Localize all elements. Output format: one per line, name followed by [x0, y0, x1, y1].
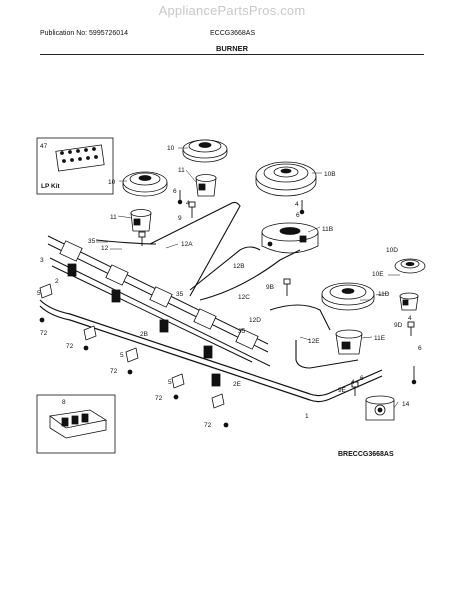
callout-6-lower: 6	[360, 375, 364, 382]
callout-35-right: 35	[238, 328, 246, 335]
callout-72-d: 72	[155, 395, 163, 402]
callout-5-b: 5	[120, 352, 124, 359]
screws-72	[39, 317, 229, 428]
callout-10-front: 10	[108, 179, 116, 186]
callout-10D: 10D	[386, 247, 398, 254]
callout-3: 3	[40, 257, 44, 264]
callout-72-c: 72	[110, 368, 118, 375]
callout-72-e: 72	[204, 422, 212, 429]
callout-10B: 10B	[324, 171, 336, 178]
model-number: ECCG3668AS	[210, 30, 256, 37]
burner-base-11D	[399, 292, 419, 311]
callout-72-left: 72	[40, 330, 48, 337]
callout-11E: 11E	[374, 335, 386, 342]
callout-5-left: 5	[37, 290, 41, 297]
callout-2E: 2E	[233, 381, 242, 388]
terminal-block-inset	[36, 394, 116, 454]
valve-stems	[67, 263, 221, 387]
callout-2B: 2B	[140, 331, 148, 338]
callout-5-c: 5	[168, 379, 172, 386]
diagram-code: BRECCG3668AS	[338, 451, 394, 458]
lp-kit-inset	[36, 137, 114, 195]
callout-4-lower: 4	[351, 379, 355, 386]
callout-9B: 9B	[266, 284, 274, 291]
callout-35-left: 35	[88, 238, 96, 245]
burner-10-rear-left	[182, 139, 228, 163]
regulator-14	[365, 395, 395, 421]
callout-4: 4	[186, 200, 190, 207]
burner-base-11-rear	[195, 174, 217, 197]
manifold-tube	[39, 299, 383, 403]
callout-labels: 47 LP Kit 10 10 10B 11 11 6 4 9 35 12 12…	[37, 143, 422, 429]
callout-4-center: 4	[295, 201, 299, 208]
callout-12C: 12C	[238, 294, 250, 301]
callout-12B: 12B	[233, 263, 245, 270]
callout-10-rear: 10	[167, 145, 175, 152]
callout-10E: 10E	[372, 271, 384, 278]
callout-6-right: 6	[418, 345, 422, 352]
callout-6-center: 6	[296, 212, 300, 219]
callout-1: 1	[305, 413, 309, 420]
callout-9E: 9E	[338, 387, 347, 394]
callout-11D: 11D	[378, 291, 390, 298]
burner-base-11B-center	[261, 222, 319, 254]
burner-10E-right-front	[321, 282, 375, 311]
valve-brackets	[39, 283, 225, 409]
burner-base-11E	[335, 329, 363, 355]
callout-6: 6	[173, 188, 177, 195]
burner-10-front-left	[122, 171, 168, 197]
callout-4-right: 4	[408, 315, 412, 322]
callout-11-rear: 11	[178, 167, 185, 174]
igniter-electrodes	[138, 190, 417, 396]
callout-47: 47	[40, 143, 48, 150]
callout-9: 9	[178, 215, 182, 222]
burner-tubes	[95, 201, 359, 369]
callout-9D: 9D	[394, 322, 403, 329]
gas-valves	[59, 240, 259, 350]
page-title: BURNER	[215, 44, 249, 53]
callout-12A: 12A	[181, 241, 193, 248]
lp-orifice-set-icon	[55, 144, 105, 172]
callout-8: 8	[62, 399, 66, 406]
callout-11-front: 11	[110, 214, 117, 221]
publication-number: Publication No: 5995726014	[40, 30, 128, 37]
leader-lines	[96, 147, 400, 409]
header-rule	[40, 54, 424, 55]
callout-12E: 12E	[308, 338, 320, 345]
callout-35-mid: 35	[176, 291, 184, 298]
callout-14: 14	[402, 401, 410, 408]
callout-12D: 12D	[249, 317, 261, 324]
callout-2: 2	[55, 278, 59, 285]
burner-10D-right-rear	[394, 258, 426, 274]
callout-12: 12	[101, 245, 109, 252]
lp-kit-label: LP Kit	[41, 183, 60, 190]
callout-11B: 11B	[322, 226, 333, 233]
burner-base-11-front	[130, 209, 152, 232]
burner-10B-center	[255, 161, 317, 197]
watermark: AppliancePartsPros.com	[158, 3, 306, 18]
callout-72-b: 72	[66, 343, 74, 350]
